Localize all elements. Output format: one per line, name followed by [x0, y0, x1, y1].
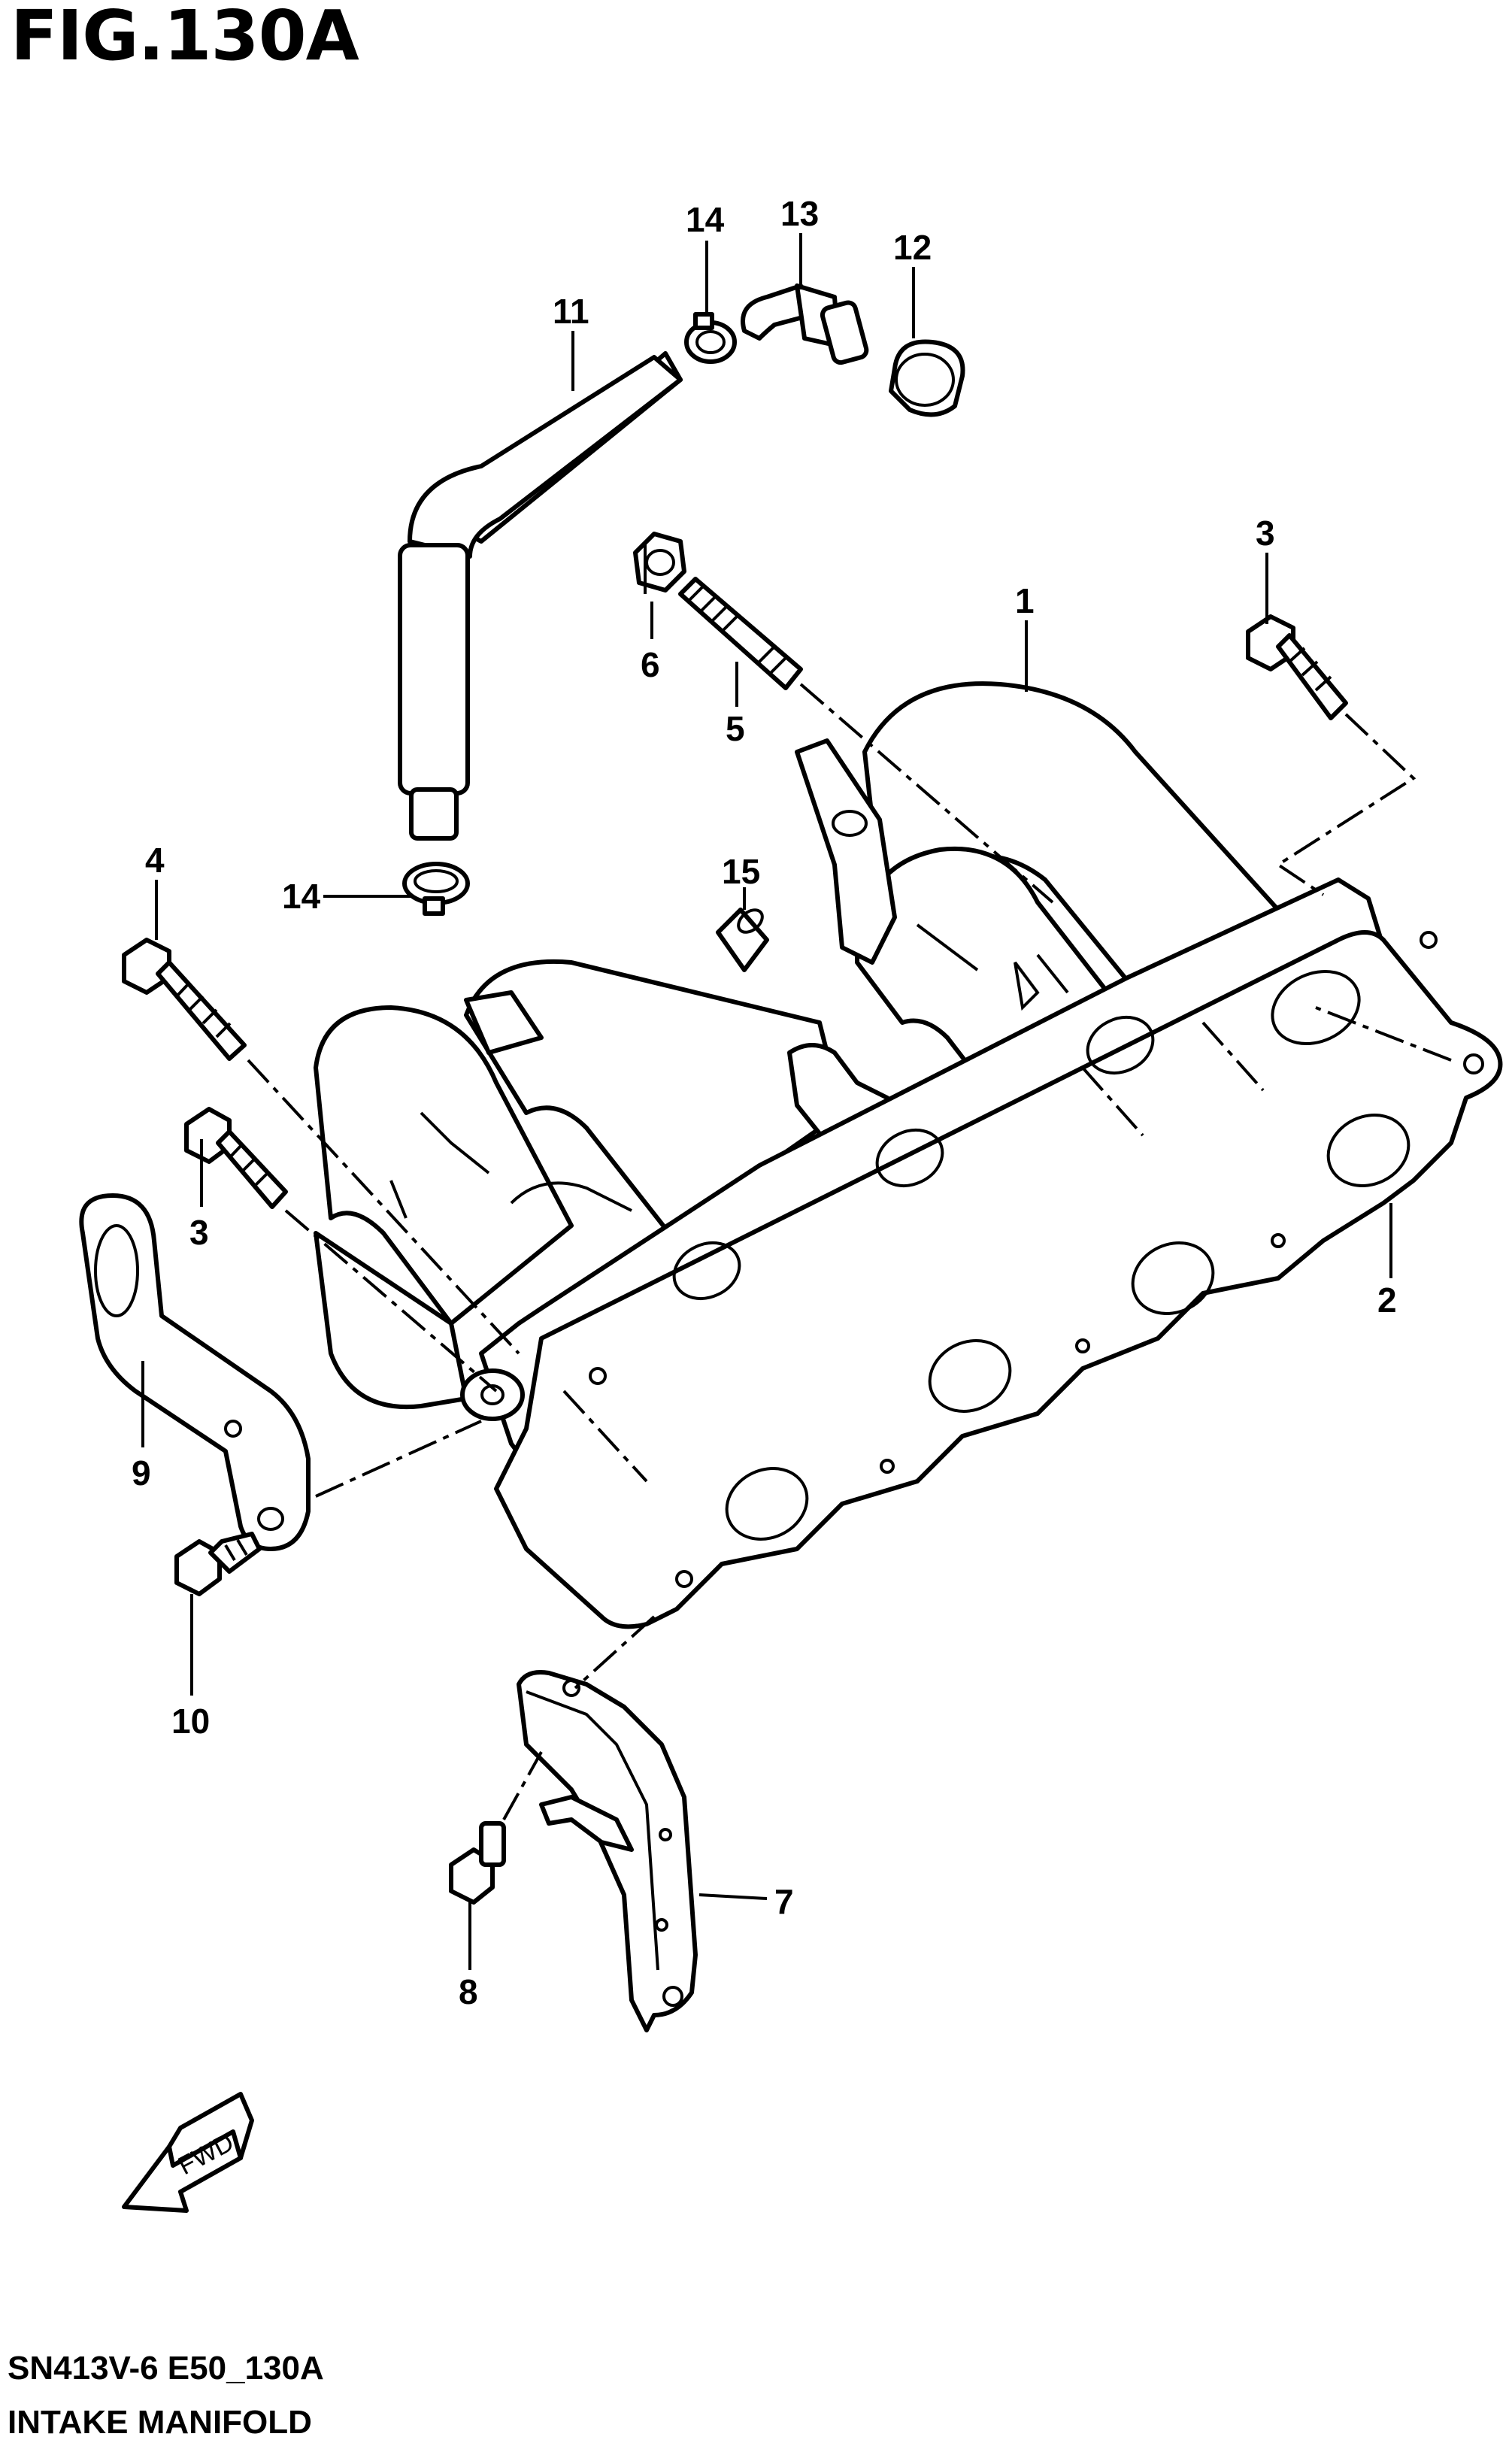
callout-14-upper: 14 — [686, 200, 725, 239]
dowel-pin — [716, 908, 769, 972]
callout-3-left: 3 — [189, 1213, 209, 1252]
figure-code: SN413V-6 E50_130A — [8, 2350, 324, 2387]
nut — [633, 532, 686, 593]
manifold-bracket — [79, 1193, 311, 1551]
stay-bolt — [449, 1821, 506, 1905]
fwd-arrow: FWD — [122, 2092, 254, 2213]
callout-1: 1 — [1015, 581, 1035, 620]
callout-3-right: 3 — [1256, 514, 1275, 553]
callout-10: 10 — [171, 1702, 210, 1741]
support-stay — [517, 1670, 698, 2032]
leader-lines — [141, 233, 1392, 1970]
callout-7: 7 — [774, 1882, 794, 1921]
callout-8: 8 — [459, 1972, 478, 2011]
callout-15: 15 — [722, 852, 760, 891]
cap — [889, 339, 965, 417]
hose-clamp-upper — [684, 312, 737, 364]
callout-14-lower: 14 — [282, 877, 321, 916]
hose-clamp-lower — [402, 862, 470, 916]
long-bolt — [122, 938, 247, 1061]
callout-12: 12 — [893, 228, 932, 267]
pcv-connector — [741, 283, 869, 365]
callout-5: 5 — [726, 709, 745, 748]
figure-name: INTAKE MANIFOLD — [8, 2404, 312, 2441]
callout-13: 13 — [780, 194, 819, 233]
callout-9: 9 — [132, 1453, 151, 1493]
flange-bolt-right — [1246, 614, 1348, 720]
callouts: 1 2 3 3 4 5 6 7 8 9 10 11 12 13 14 14 15 — [132, 194, 1397, 2011]
bracket-bolt — [174, 1532, 262, 1596]
assembly-lines — [247, 683, 1452, 1820]
stud-bolt — [678, 577, 803, 690]
breather-hose — [398, 351, 683, 841]
callout-11: 11 — [553, 292, 589, 331]
callout-4: 4 — [145, 841, 165, 880]
intake-gasket — [494, 930, 1503, 1629]
figure-title: FIG.130A — [11, 0, 359, 76]
callout-6: 6 — [641, 645, 660, 684]
callout-2: 2 — [1377, 1281, 1397, 1320]
flange-bolt-left — [184, 1107, 288, 1209]
